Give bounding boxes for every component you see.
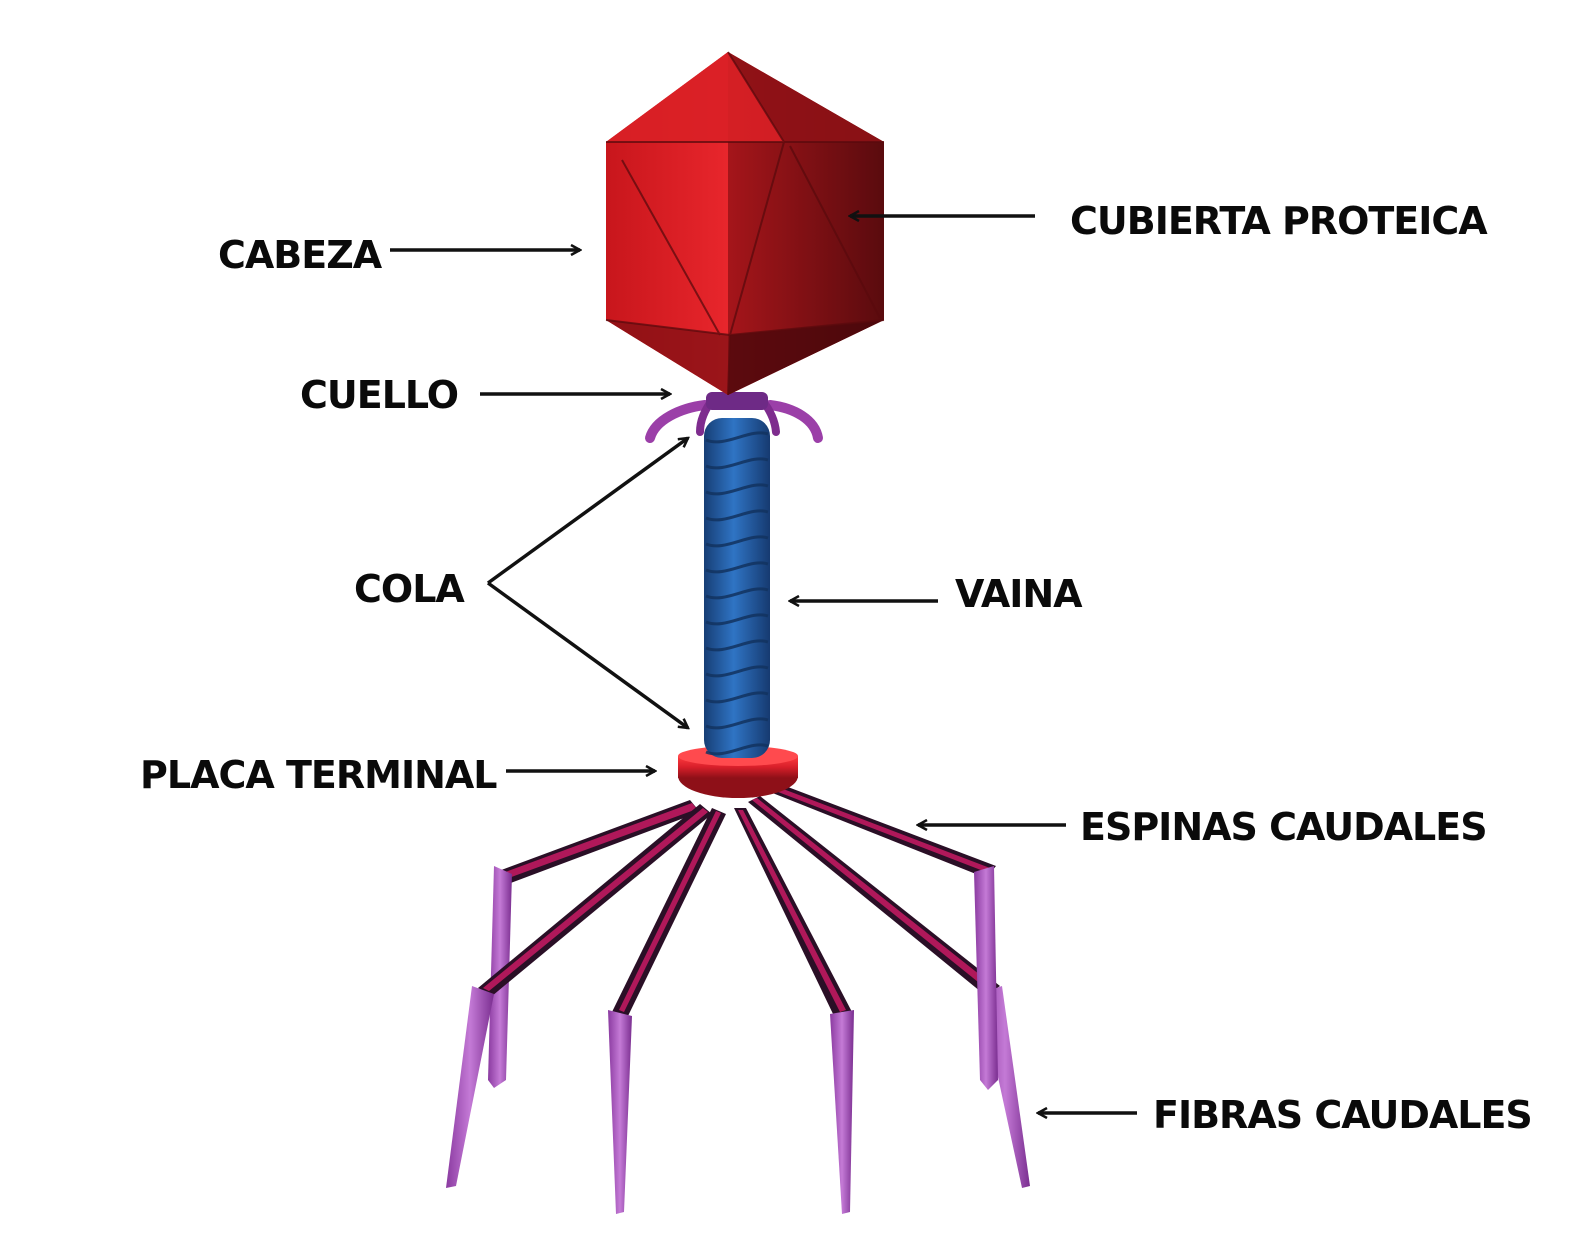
sheath-rib: [705, 613, 769, 626]
label-cuello: CUELLO: [300, 373, 458, 417]
sheath-rib: [705, 509, 769, 522]
leader-arrows: [390, 216, 1137, 1113]
sheath-rib: [705, 665, 769, 678]
sheath-rib: [705, 431, 769, 444]
label-cabeza: CABEZA: [218, 233, 383, 277]
head-capsid: [605, 51, 885, 396]
label-cubierta-proteica: CUBIERTA PROTEICA: [1070, 199, 1488, 243]
sheath-rib: [705, 535, 769, 548]
sheath-rib: [705, 483, 769, 496]
sheath-rib: [705, 587, 769, 600]
label-placa-terminal: PLACA TERMINAL: [140, 753, 497, 797]
sheath-rib: [705, 743, 769, 756]
sheath-rib: [705, 561, 769, 574]
label-cola: COLA: [354, 567, 465, 611]
label-espinas-caudales: ESPINAS CAUDALES: [1080, 805, 1487, 849]
sheath-rib: [705, 639, 769, 652]
sheath-rib: [705, 717, 769, 730]
arrow-cola-down: [486, 581, 688, 728]
tail-sheath: [704, 418, 770, 758]
neck-collar: [645, 392, 823, 443]
arrow-cola-up: [486, 438, 688, 585]
sheath-rib: [705, 691, 769, 704]
labels: CABEZA CUBIERTA PROTEICA CUELLO COLA VAI…: [140, 199, 1533, 1137]
sheath-rib: [705, 457, 769, 470]
label-vaina: VAINA: [955, 572, 1083, 616]
tail-fibers: [446, 784, 1030, 1214]
label-fibras-caudales: FIBRAS CAUDALES: [1153, 1093, 1532, 1137]
